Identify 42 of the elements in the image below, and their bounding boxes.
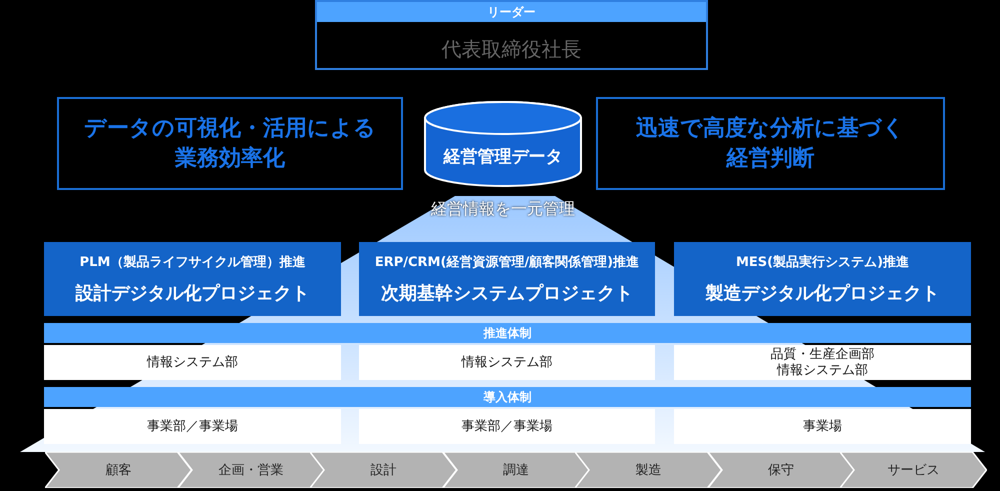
step-label: 設計 bbox=[370, 462, 396, 479]
step-label: 製造 bbox=[635, 462, 662, 479]
goal-box bbox=[57, 97, 403, 190]
step-label: 顧客 bbox=[105, 462, 132, 479]
project-title: 設計デジタル化プロジェクト bbox=[76, 282, 310, 305]
goal-text: データの可視化・活用による業務効率化 bbox=[83, 114, 377, 172]
table-cell bbox=[674, 345, 971, 380]
step-label: 企画・営業 bbox=[218, 462, 284, 479]
project-box bbox=[674, 242, 971, 316]
project-title: 次期基幹システムプロジェクト bbox=[381, 282, 633, 305]
table-cell bbox=[359, 345, 655, 380]
table-cell bbox=[44, 345, 341, 380]
project-box bbox=[359, 242, 655, 316]
step-label: サービス bbox=[887, 462, 940, 479]
header-band bbox=[44, 387, 971, 407]
table-cell bbox=[44, 409, 341, 444]
leader-box bbox=[315, 0, 708, 70]
table-cell bbox=[359, 409, 655, 444]
header-band bbox=[44, 323, 971, 343]
project-title: 製造デジタル化プロジェクト bbox=[706, 282, 940, 305]
table-cell bbox=[674, 409, 971, 444]
goal-text: 迅速で高度な分析に基づく経営判断 bbox=[635, 114, 906, 172]
caption-text: 経営情報を一元管理 bbox=[430, 199, 576, 220]
leader-name: 代表取締役社長 bbox=[442, 36, 582, 63]
cell-text: 情報システム部 bbox=[147, 354, 238, 370]
cell-text: 事業場 bbox=[803, 418, 842, 434]
step-label: 保守 bbox=[768, 462, 794, 479]
project-subtitle: MES(製品実行システム)推進 bbox=[736, 254, 910, 271]
cell-text: 情報システム部 bbox=[777, 362, 868, 378]
cell-text: 事業部／事業場 bbox=[462, 418, 552, 434]
cell-text: 情報システム部 bbox=[462, 354, 552, 370]
project-subtitle: ERP/CRM(経営資源管理/顧客関係管理)推進 bbox=[374, 254, 640, 271]
project-subtitle: PLM（製品ライフサイクル管理）推進 bbox=[80, 254, 306, 271]
database-label: 経営管理データ bbox=[444, 146, 562, 168]
band-label: 推進体制 bbox=[484, 324, 532, 342]
leader-header: リーダー bbox=[317, 2, 706, 22]
goal-box bbox=[596, 97, 945, 190]
cell-text: 事業部／事業場 bbox=[147, 418, 238, 434]
step-label: 調達 bbox=[502, 462, 529, 479]
cell-text: 品質・生産企画部 bbox=[770, 346, 874, 362]
band-label: 導入体制 bbox=[484, 388, 532, 406]
project-box bbox=[44, 242, 341, 316]
